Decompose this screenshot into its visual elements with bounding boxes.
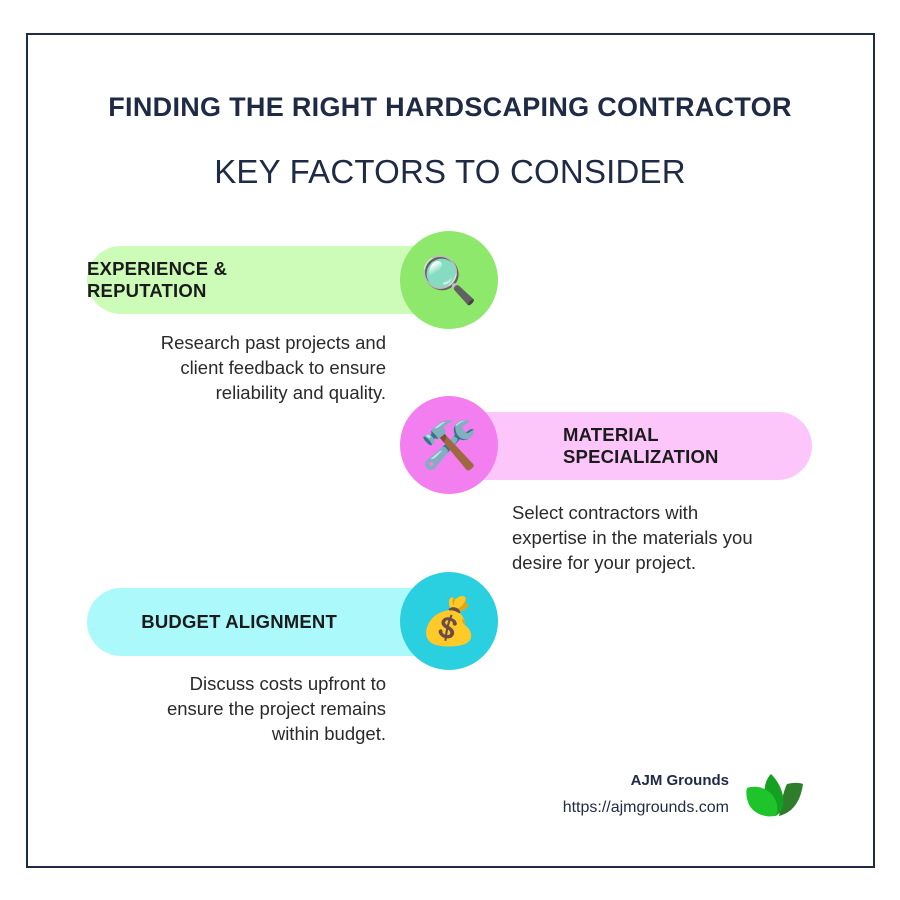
magnifying-glass-icon: 🔍 xyxy=(420,254,478,306)
factor-label: MATERIAL SPECIALIZATION xyxy=(563,424,719,467)
description-line: Select contractors with xyxy=(512,502,699,523)
leaf-logo-icon xyxy=(746,774,803,817)
factor-pill-budget: BUDGET ALIGNMENT xyxy=(87,588,449,656)
money-bag-icon: 💰 xyxy=(420,595,478,647)
factor-label: EXPERIENCE & REPUTATION xyxy=(87,258,228,301)
description-line: desire for your project. xyxy=(512,552,697,573)
infographic-frame xyxy=(26,33,875,868)
description-line: Research past projects and xyxy=(160,332,386,353)
description-line: expertise in the materials you xyxy=(512,527,753,548)
factor-pill-experience: EXPERIENCE & REPUTATION xyxy=(87,246,449,314)
description-line: ensure the project remains xyxy=(166,698,386,719)
factor-description-experience: Research past projects and client feedba… xyxy=(161,330,386,405)
factor-icon-circle-budget: 💰 xyxy=(400,572,498,670)
hammer-and-wrench-icon: 🛠️ xyxy=(420,419,478,471)
page-title: FINDING THE RIGHT HARDSCAPING CONTRACTOR xyxy=(108,92,792,122)
description-line: Discuss costs upfront to xyxy=(189,673,386,694)
brand-url-link[interactable]: https://ajmgrounds.com xyxy=(562,799,729,816)
factor-pill-material: MATERIAL SPECIALIZATION xyxy=(449,412,812,480)
factor-icon-circle-material: 🛠️ xyxy=(400,396,498,494)
factor-icon-circle-experience: 🔍 xyxy=(400,231,498,329)
factor-description-budget: Discuss costs upfront to ensure the proj… xyxy=(167,671,386,746)
description-line: client feedback to ensure xyxy=(180,357,386,378)
factor-label: BUDGET ALIGNMENT xyxy=(141,611,337,632)
description-line: reliability and quality. xyxy=(215,382,386,403)
factor-description-material: Select contractors with expertise in the… xyxy=(512,500,753,575)
description-line: within budget. xyxy=(271,723,386,744)
page-subtitle: KEY FACTORS TO CONSIDER xyxy=(214,153,686,190)
brand-name: AJM Grounds xyxy=(630,772,729,789)
